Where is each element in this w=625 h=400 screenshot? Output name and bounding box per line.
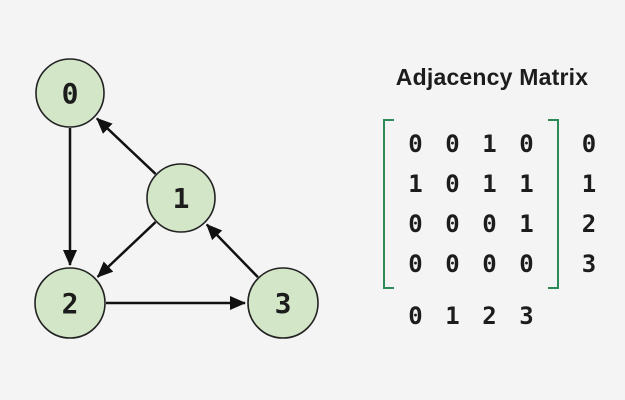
col-label-0: 0 [408,302,423,330]
adjacency-matrix-panel: Adjacency Matrix 0 0 1 0 1 0 1 1 0 0 0 1… [383,64,601,331]
graph-node-3: 3 [247,267,319,339]
node-circle-3 [247,267,319,339]
row-label-3: 3 [581,250,597,278]
node-label-3: 3 [275,287,292,320]
matrix-row-labels: 0 1 2 3 [577,119,601,284]
matrix-cell-2-3: 1 [519,210,534,238]
matrix-cell-0-1: 0 [445,130,460,158]
matrix-cell-1-1: 0 [445,170,460,198]
row-label-0: 0 [581,130,597,158]
matrix-cell-2-1: 0 [445,210,460,238]
edge-1-to-0 [96,117,157,175]
matrix-cell-3-0: 0 [408,250,423,278]
matrix-cell-1-3: 1 [519,170,534,198]
matrix-cell-2-0: 0 [408,210,423,238]
node-label-2: 2 [62,287,79,320]
matrix-cell-1-2: 1 [482,170,497,198]
graph-node-0: 0 [35,58,105,128]
matrix-cell-1-0: 1 [408,170,423,198]
directed-graph-svg: 0 1 2 3 [34,58,319,339]
matrix-cell-0-2: 1 [482,130,497,158]
matrix-cell-2-2: 0 [482,210,497,238]
node-layer: 0 1 2 3 [34,58,319,339]
right-bracket [548,119,559,289]
edge-1-to-2 [96,221,157,278]
node-circle-0 [35,58,105,128]
edge-3-to-1 [205,223,259,279]
graph-node-2: 2 [34,267,106,339]
row-label-2: 2 [581,210,597,238]
node-label-1: 1 [173,182,190,215]
matrix-cell-0-0: 0 [408,130,423,158]
matrix-body: 0 0 1 0 1 0 1 1 0 0 0 1 0 0 0 0 0 1 2 [383,119,601,289]
col-label-3: 3 [519,302,534,330]
matrix-grid: 0 0 1 0 1 0 1 1 0 0 0 1 0 0 0 0 [383,119,559,289]
node-label-0: 0 [62,77,79,110]
matrix-cell-3-1: 0 [445,250,460,278]
matrix-title: Adjacency Matrix [395,64,589,90]
col-label-2: 2 [482,302,497,330]
matrix-cell-3-3: 0 [519,250,534,278]
matrix-cell-3-2: 0 [482,250,497,278]
matrix-column-labels: 0 1 2 3 [397,301,601,331]
matrix-cell-0-3: 0 [519,130,534,158]
node-circle-1 [146,163,216,233]
edge-layer [63,117,259,310]
left-bracket [383,119,394,289]
col-label-1: 1 [445,302,460,330]
row-label-1: 1 [581,170,597,198]
node-circle-2 [34,267,106,339]
graph-node-1: 1 [146,163,216,233]
